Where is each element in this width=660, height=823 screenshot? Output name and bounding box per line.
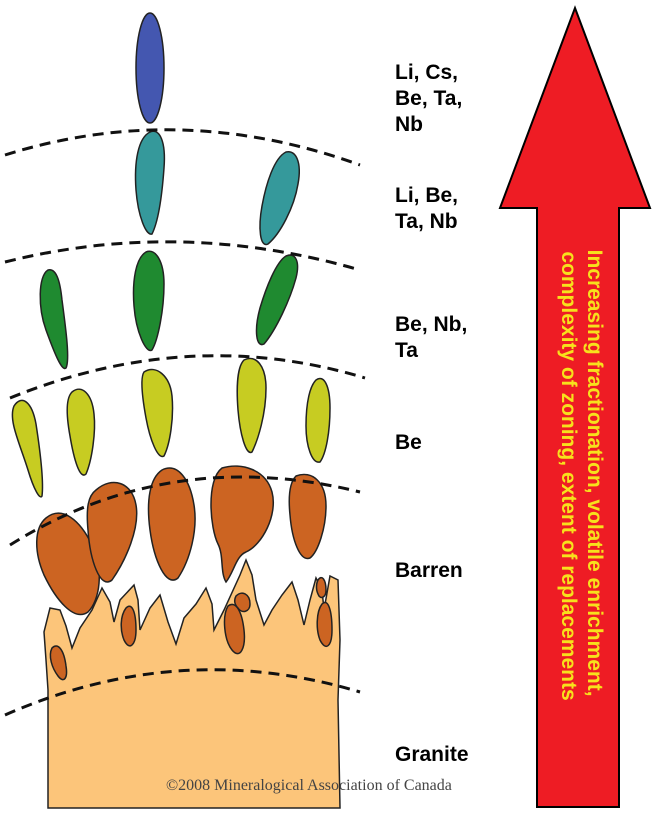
- li-be-ta-nb-zone-bodies: [134, 130, 300, 246]
- barren-pod-2: [120, 605, 137, 647]
- copyright-notice: ©2008 Mineralogical Association of Canad…: [166, 777, 452, 794]
- benbta-body-3: [255, 254, 299, 346]
- zone-label-barren: Barren: [395, 559, 463, 582]
- barren-body-3: [147, 467, 196, 581]
- be-zone-bodies: [11, 357, 331, 498]
- boundary-3: [9, 354, 366, 400]
- arrow-text: Increasing fractionation, volatile enric…: [557, 250, 606, 703]
- zone-label-granite: Granite: [395, 743, 469, 766]
- arrow-text-line-2: complexity of zoning, extent of replacem…: [557, 251, 580, 700]
- be-body-5: [305, 377, 331, 463]
- be-body-4: [236, 357, 267, 454]
- libetanb-body-1: [134, 130, 166, 235]
- boundary-1: [4, 128, 361, 167]
- benbta-body-1: [39, 269, 69, 370]
- barren-body-1: [36, 512, 100, 615]
- zone-label-be: Be: [395, 431, 422, 454]
- zone-label-be-nb-ta: Be, Nb, Ta: [395, 313, 468, 362]
- barren-body-5: [288, 473, 327, 560]
- be-body-3: [141, 368, 174, 458]
- be-body-1: [11, 399, 44, 498]
- fractionation-arrow: [498, 5, 652, 808]
- arrow-text-line-1: Increasing fractionation, volatile enric…: [583, 250, 606, 697]
- be-nb-ta-zone-bodies: [39, 250, 299, 370]
- barren-pod-6: [315, 576, 327, 599]
- barren-pod-5: [316, 601, 333, 648]
- boundary-5: [4, 668, 361, 717]
- benbta-body-2: [132, 250, 165, 352]
- barren-pod-1: [49, 645, 68, 681]
- barren-body-2: [86, 481, 138, 583]
- barren-pod-4: [233, 592, 251, 613]
- boundary-4: [9, 475, 361, 547]
- zone-label-li-cs-be-ta-nb: Li, Cs, Be, Ta, Nb: [395, 61, 463, 136]
- barren-zone-bodies: [36, 465, 333, 681]
- zone-boundaries: [4, 128, 366, 717]
- barren-body-4: [210, 465, 274, 584]
- zone-label-li-be-ta-nb: Li, Be, Ta, Nb: [395, 184, 459, 233]
- boundary-2: [4, 240, 361, 272]
- licsbetanb-body: [135, 12, 165, 124]
- libetanb-body-2: [259, 151, 300, 246]
- be-body-2: [66, 388, 96, 476]
